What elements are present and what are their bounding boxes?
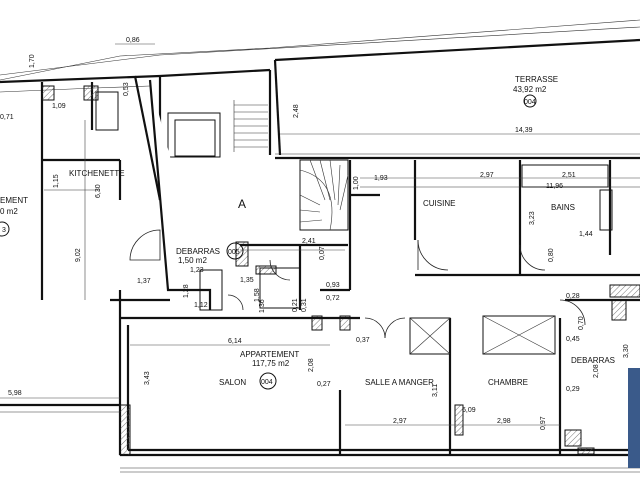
dim-label: 2,97	[393, 418, 407, 425]
room-code-debarras-1: 005	[228, 249, 240, 256]
accent-block	[628, 368, 640, 468]
dim-label: 3,23	[529, 211, 536, 225]
kitchenette-walls	[40, 75, 162, 300]
dim-label: 0,93	[326, 282, 340, 289]
dimension-lines	[0, 43, 640, 426]
dim-label: 0,28	[566, 293, 580, 300]
dim-label: 6,09	[462, 407, 476, 414]
terrace-outline	[0, 19, 640, 160]
dim-label: 0,71	[0, 114, 14, 121]
dim-label: 0,21	[292, 298, 299, 312]
room-name-kitchenette: KITCHENETTE	[69, 169, 125, 178]
dim-label: 0,72	[326, 295, 340, 302]
dim-label: 2,48	[293, 104, 300, 118]
room-name-cuisine: CUISINE	[423, 199, 455, 208]
dim-label: 1,93	[374, 175, 388, 182]
dim-label: 0,45	[566, 336, 580, 343]
room-name-chambre: CHAMBRE	[488, 378, 528, 387]
room-name-appartement-left: EMENT	[0, 196, 28, 205]
room-name-debarras-2: DEBARRAS	[571, 356, 615, 365]
dim-label: 6,30	[95, 184, 102, 198]
dim-label: 1,35	[240, 277, 254, 284]
dim-label: 1,36	[259, 299, 266, 313]
dim-label: 3,11	[432, 384, 439, 397]
dim-label: 1,37	[137, 278, 151, 285]
room-area-terrasse: 43,92 m2	[513, 85, 547, 94]
dim-label: 0,07	[319, 246, 326, 260]
kitchen-bath-walls	[360, 160, 640, 321]
dim-label: 1,28	[183, 284, 190, 298]
room-code-appartement-left: 3	[2, 227, 6, 234]
dim-label: 1,58	[254, 288, 261, 302]
dim-label: 9,02	[75, 248, 82, 262]
room-name-salle-a-manger: SALLE A MANGER	[365, 378, 434, 387]
dim-label: 2,97	[480, 172, 494, 179]
dim-label: 1,23	[190, 267, 204, 274]
room-area-appartement-left: 0 m2	[0, 207, 18, 216]
room-name-debarras-1: DEBARRAS	[176, 247, 220, 256]
room-name-terrasse: TERRASSE	[515, 75, 558, 84]
dim-label: 2,41	[302, 238, 316, 245]
zone-a-label: A	[238, 197, 246, 211]
dim-label: 1,15	[53, 174, 60, 188]
room-code-terrasse: 004	[524, 99, 536, 106]
room-name-appartement: APPARTEMENT	[240, 350, 299, 359]
stair-structure	[158, 68, 349, 231]
dim-label: 1,00	[353, 176, 360, 190]
room-code-appartement: 004	[261, 379, 273, 386]
dim-label: 6,14	[228, 338, 242, 345]
dim-label: 0,86	[126, 37, 140, 44]
dim-label: 0,70	[578, 316, 585, 330]
dim-label: 2,08	[308, 358, 315, 372]
room-name-salon: SALON	[219, 378, 246, 387]
dim-label: 14,39	[515, 127, 533, 134]
dim-label: 3,43	[144, 371, 151, 385]
room-name-bains: BAINS	[551, 203, 575, 212]
dim-label: 0,37	[356, 337, 370, 344]
dim-label: 5,98	[8, 390, 22, 397]
dim-label: 3,30	[623, 344, 630, 358]
dim-label: 0,27	[317, 381, 331, 388]
door-swings	[129, 229, 586, 339]
dim-label: 1,12	[194, 302, 208, 309]
dim-label: 0,97	[540, 416, 547, 430]
room-area-debarras-1: 1,50 m2	[178, 256, 207, 265]
room-area-appartement: 117,75 m2	[252, 359, 290, 368]
dim-label: 0,29	[566, 386, 580, 393]
dim-label: 2,98	[497, 418, 511, 425]
dim-label: 11,96	[546, 183, 563, 190]
living-walls	[0, 298, 640, 473]
dim-label: 0,31	[301, 298, 308, 312]
dim-label: 1,09	[52, 103, 66, 110]
dim-label: 2,08	[593, 364, 600, 378]
dim-label: 1,44	[579, 231, 593, 238]
dim-label: 0,53	[123, 82, 130, 96]
dim-label: 1,70	[29, 54, 36, 68]
dim-label: 2,51	[562, 172, 576, 179]
dim-label: 0,80	[548, 248, 555, 262]
